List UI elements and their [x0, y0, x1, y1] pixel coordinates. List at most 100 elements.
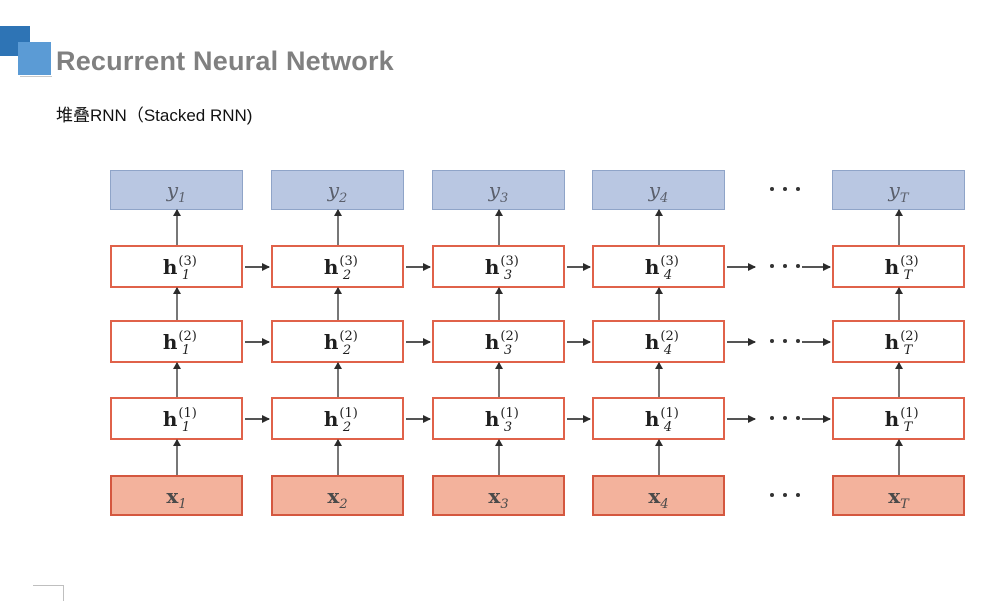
node-subscript: 2: [339, 191, 348, 206]
arrow-head: [423, 414, 431, 423]
arrow-shaft: [567, 265, 590, 268]
arrow-shaft: [497, 210, 500, 245]
input-node-x2[interactable]: x2: [271, 475, 404, 516]
recurrent-arrow-r1-c3: [727, 262, 756, 271]
node-subscript: 1: [181, 342, 191, 358]
recurrent-arrow-r1-c2: [567, 262, 591, 271]
arrow-head: [172, 287, 181, 294]
input-node-xT[interactable]: xT: [832, 475, 965, 516]
node-label: y4: [648, 178, 669, 206]
arrow-head: [333, 209, 342, 216]
input-node-x3[interactable]: x3: [432, 475, 565, 516]
arrow-shaft: [497, 363, 500, 397]
node-label: h(1)2: [323, 405, 358, 435]
arrow-head: [494, 362, 503, 369]
arrow-head: [894, 209, 903, 216]
hidden-node-h1(3)[interactable]: h(3)1: [110, 245, 243, 288]
node-label: h(2)4: [644, 328, 679, 358]
output-node-y4[interactable]: y4: [592, 170, 725, 210]
row-ellipsis-r1: [770, 263, 800, 268]
vertical-arrow-r3-c2: [494, 362, 503, 397]
hidden-node-h4(3)[interactable]: h(3)4: [592, 245, 725, 288]
arrow-shaft: [406, 340, 430, 343]
node-subscript: 4: [663, 267, 673, 283]
output-node-y1[interactable]: y1: [110, 170, 243, 210]
arrow-shaft: [406, 417, 430, 420]
arrow-head: [748, 262, 756, 271]
hidden-node-hT(3)[interactable]: h(3)T: [832, 245, 965, 288]
recurrent-arrow-r3-cT: [802, 414, 831, 423]
arrow-head: [894, 439, 903, 446]
vertical-arrow-r4-c1: [333, 439, 342, 475]
decor-underline: [20, 76, 52, 77]
node-subscript: 2: [339, 496, 348, 512]
node-superscript: (1): [339, 405, 358, 421]
hidden-node-h2(3)[interactable]: h(3)2: [271, 245, 404, 288]
arrow-shaft: [657, 440, 660, 475]
ellipsis-dot: [770, 338, 774, 343]
ellipsis-dot: [770, 187, 774, 191]
arrow-head: [654, 362, 663, 369]
node-subscript: T: [899, 191, 909, 206]
node-superscript: (2): [339, 328, 358, 344]
recurrent-arrow-r3-c0: [245, 414, 270, 423]
arrow-shaft: [245, 417, 269, 420]
arrow-shaft: [245, 340, 269, 343]
ellipsis-dot: [770, 263, 774, 268]
recurrent-arrow-r2-cT: [802, 337, 831, 346]
hidden-node-h3(3)[interactable]: h(3)3: [432, 245, 565, 288]
node-superscript: (3): [500, 253, 519, 269]
node-subscript: T: [903, 342, 913, 358]
ellipsis-dot: [770, 492, 774, 497]
hidden-node-hT(2)[interactable]: h(2)T: [832, 320, 965, 363]
hidden-node-hT(1)[interactable]: h(1)T: [832, 397, 965, 440]
node-superscript: (1): [900, 405, 919, 421]
node-superscript: (1): [178, 405, 197, 421]
page-subtitle: 堆叠RNN（Stacked RNN): [56, 106, 253, 125]
node-subscript: 3: [503, 267, 513, 283]
arrow-head: [423, 337, 431, 346]
vertical-arrow-r4-c2: [494, 439, 503, 475]
arrow-shaft: [897, 440, 900, 475]
node-label: h(3)3: [484, 253, 519, 283]
arrow-shaft: [175, 210, 178, 245]
hidden-node-h2(2)[interactable]: h(2)2: [271, 320, 404, 363]
arrow-head: [823, 414, 831, 423]
output-node-yT[interactable]: yT: [832, 170, 965, 210]
ellipsis-dot: [783, 187, 787, 191]
vertical-arrow-r4-c3: [654, 439, 663, 475]
node-label: y3: [488, 178, 509, 206]
ellipsis-dot: [796, 415, 800, 420]
vertical-arrow-r2-c4: [894, 287, 903, 320]
hidden-node-h4(1)[interactable]: h(1)4: [592, 397, 725, 440]
input-node-x4[interactable]: x4: [592, 475, 725, 516]
node-label: h(1)3: [484, 405, 519, 435]
arrow-shaft: [802, 340, 830, 343]
node-subscript: 1: [181, 267, 191, 283]
output-node-y2[interactable]: y2: [271, 170, 404, 210]
node-subscript: T: [903, 419, 913, 435]
node-label: h(1)1: [162, 405, 197, 435]
node-superscript: (3): [339, 253, 358, 269]
hidden-node-h1(2)[interactable]: h(2)1: [110, 320, 243, 363]
node-subscript: 4: [660, 191, 669, 206]
arrow-shaft: [897, 363, 900, 397]
ellipsis-dot: [796, 263, 800, 268]
node-subscript: 3: [500, 191, 509, 206]
hidden-node-h1(1)[interactable]: h(1)1: [110, 397, 243, 440]
input-node-x1[interactable]: x1: [110, 475, 243, 516]
arrow-head: [823, 262, 831, 271]
hidden-node-h4(2)[interactable]: h(2)4: [592, 320, 725, 363]
recurrent-arrow-r3-c3: [727, 414, 756, 423]
vertical-arrow-r3-c1: [333, 362, 342, 397]
node-label: x2: [327, 483, 348, 512]
arrow-shaft: [657, 210, 660, 245]
vertical-arrow-r2-c3: [654, 287, 663, 320]
hidden-node-h3(2)[interactable]: h(2)3: [432, 320, 565, 363]
ellipsis-dot: [783, 492, 787, 497]
arrow-shaft: [336, 288, 339, 320]
vertical-arrow-r4-c4: [894, 439, 903, 475]
hidden-node-h2(1)[interactable]: h(1)2: [271, 397, 404, 440]
hidden-node-h3(1)[interactable]: h(1)3: [432, 397, 565, 440]
output-node-y3[interactable]: y3: [432, 170, 565, 210]
